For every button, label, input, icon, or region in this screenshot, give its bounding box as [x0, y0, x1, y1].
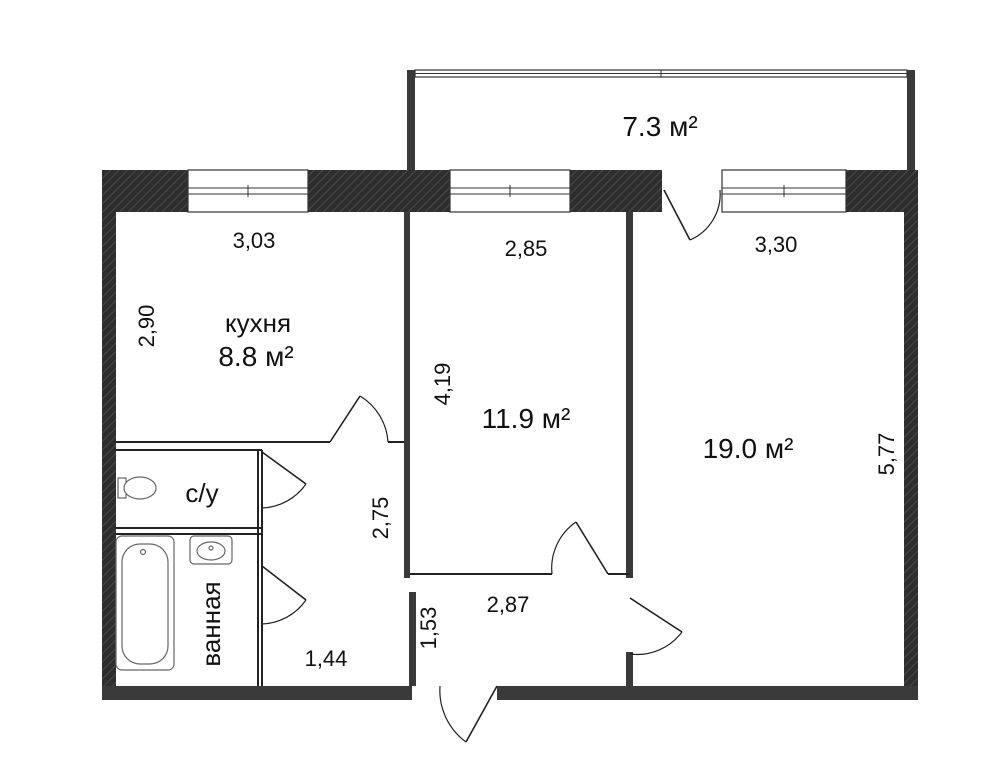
- living-width: 3,30: [755, 232, 798, 257]
- hall-width: 1,44: [305, 646, 348, 671]
- toilet-door: [261, 451, 307, 509]
- balcony-area: 7.3 м²: [622, 111, 697, 142]
- kitchen-window: [187, 169, 309, 213]
- bottom-wall-left: [102, 686, 412, 700]
- bedroom-window: [449, 169, 571, 213]
- kitchen-name: кухня: [225, 308, 291, 338]
- bedroom-width: 2,85: [505, 236, 548, 261]
- kitchen-area: 8.8 м²: [218, 341, 293, 372]
- kitchen-height: 2,90: [134, 305, 159, 348]
- bedroom-area: 11.9 м²: [482, 403, 571, 434]
- top-exterior-wall: [102, 169, 918, 213]
- bathroom-door: [261, 565, 307, 625]
- toilet-name: с/у: [185, 478, 218, 508]
- sink-icon: [189, 535, 233, 565]
- kitchen-width: 3,03: [233, 228, 276, 253]
- bathtub-icon: [115, 535, 175, 671]
- kitchen-door: [329, 395, 389, 443]
- living-window: [721, 169, 847, 213]
- balcony-right-wall: [907, 70, 915, 170]
- entrance-door: [439, 685, 498, 743]
- corridor-length: 2,87: [487, 592, 530, 617]
- hall-length: 2,75: [368, 497, 393, 540]
- living-area: 19.0 м²: [703, 433, 794, 464]
- living-height: 5,77: [874, 433, 899, 476]
- living-door: [629, 597, 683, 656]
- balcony: [407, 69, 915, 170]
- bottom-wall-right: [497, 686, 918, 700]
- corridor-width: 1,53: [416, 607, 441, 650]
- bedroom-door: [551, 521, 609, 575]
- balcony-door: [663, 189, 721, 241]
- right-exterior-wall: [904, 190, 918, 700]
- interior-walls: [116, 212, 633, 686]
- left-exterior-wall: [102, 170, 116, 700]
- bedroom-height: 4,19: [430, 363, 455, 406]
- bathroom-name: ванная: [196, 581, 226, 666]
- balcony-left-wall: [407, 70, 415, 170]
- toilet-bowl-icon: [117, 476, 157, 500]
